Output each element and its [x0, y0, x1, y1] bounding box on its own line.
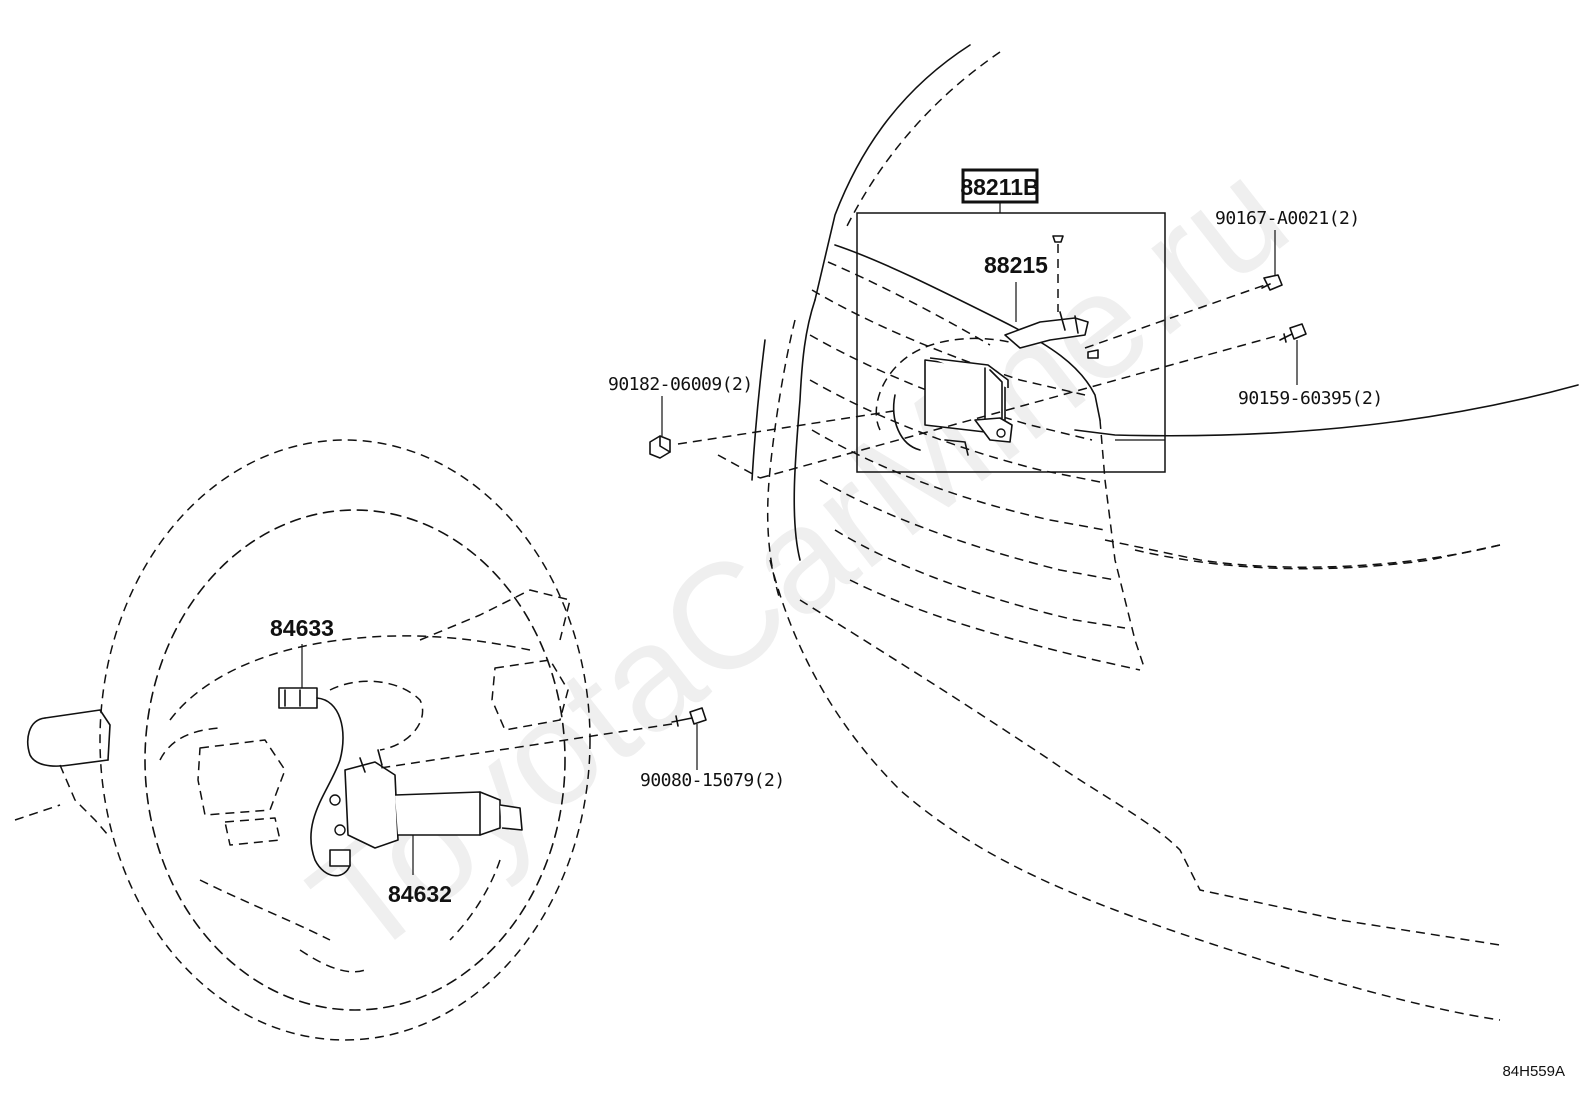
svg-text:88215: 88215: [984, 252, 1048, 278]
watermark: ToyotaCarMine.ru: [281, 128, 1317, 989]
wheel-screw-icon: [379, 707, 707, 769]
bracket-callout: 88215: [984, 252, 1048, 322]
front-bumper-icon: [751, 44, 1579, 1021]
screw-top-icon: [1261, 274, 1283, 291]
svg-text:84633: 84633: [270, 615, 334, 641]
svg-text:90159-60395(2): 90159-60395(2): [1238, 388, 1383, 409]
svg-text:88211B: 88211B: [960, 174, 1039, 200]
svg-text:90167-A0021(2): 90167-A0021(2): [1215, 208, 1360, 229]
svg-text:90182-06009(2): 90182-06009(2): [608, 374, 753, 395]
detail-box: [856, 212, 1166, 473]
assembly-lines: [677, 284, 1281, 479]
connector-upper-icon: [278, 687, 351, 877]
switch-lower-icon: [329, 749, 523, 867]
assembly-callout: 88211B: [960, 168, 1040, 213]
nut-left-callout: 90182-06009(2): [608, 374, 753, 436]
diagram-code: 84H559A: [1502, 1063, 1565, 1080]
wheel-screw-callout: 90080-15079(2): [640, 724, 785, 791]
svg-text:ToyotaCarMine.ru: ToyotaCarMine.ru: [281, 128, 1317, 989]
steering-wheel-icon: [14, 439, 591, 1041]
bolt-right-callout: 90159-60395(2): [1238, 340, 1383, 409]
connector-upper-callout: 84633: [270, 615, 334, 688]
svg-text:90080-15079(2): 90080-15079(2): [640, 770, 785, 791]
switch-lower-callout: 84632: [388, 835, 452, 907]
bolt-right-icon: [1279, 323, 1307, 343]
screw-top-callout: 90167-A0021(2): [1215, 208, 1360, 276]
svg-text:84632: 84632: [388, 881, 452, 907]
radar-sensor-icon: [875, 235, 1099, 456]
nut-left-icon: [649, 435, 671, 459]
